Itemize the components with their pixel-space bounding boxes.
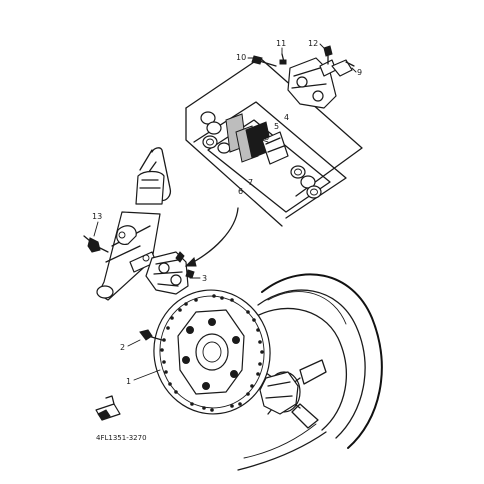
callout-3: 3 (202, 274, 207, 283)
caliper-body-upper (251, 45, 355, 109)
drawing-code: 4FL1351-3270 (96, 434, 147, 442)
callout-2: 2 (120, 343, 125, 352)
pistons-and-seals (200, 111, 322, 199)
brake-pads (225, 113, 289, 165)
callout-8: 8 (264, 133, 269, 142)
brake-disc (153, 289, 271, 415)
callout-10: 10 (236, 53, 246, 62)
callout-6: 6 (238, 187, 243, 196)
disc-bolt-2 (139, 329, 163, 341)
callout-9: 9 (357, 68, 362, 77)
callout-4: 4 (284, 113, 289, 122)
fork-bolt-13 (83, 235, 109, 253)
callout-5: 5 (274, 122, 279, 131)
callout-7: 7 (248, 178, 253, 187)
caliper-assembly-mounted (145, 251, 195, 295)
leader-lines (93, 43, 357, 381)
small-bracket (95, 395, 121, 421)
front-fork (96, 147, 172, 301)
callout-11: 11 (276, 39, 286, 48)
callout-1: 1 (126, 377, 131, 386)
callouts: 1 2 3 4 5 6 7 8 9 10 11 12 13 (92, 39, 362, 386)
rear-caliper (259, 371, 299, 415)
callout-13: 13 (92, 212, 102, 221)
callout-12: 12 (308, 39, 318, 48)
